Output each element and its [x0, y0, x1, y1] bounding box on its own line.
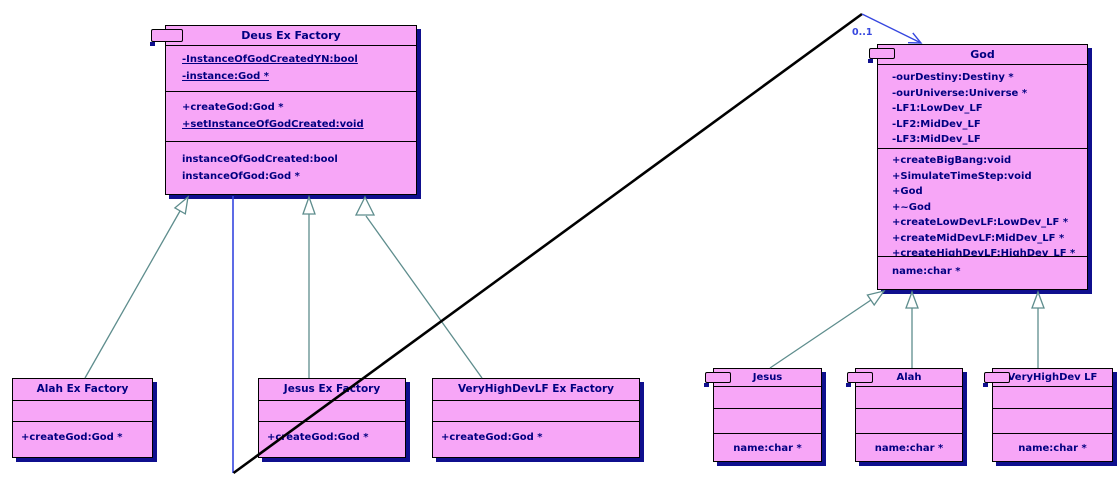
- class-compartment: +createGod:God *: [259, 421, 405, 455]
- class-icon: [150, 29, 183, 46]
- class-compartment: name:char *: [878, 256, 1087, 287]
- class-member: -ourUniverse:Universe *: [892, 87, 1028, 99]
- class-compartment: [993, 408, 1112, 433]
- class-title: God: [970, 48, 995, 61]
- association-multiplicity-label: 0..1: [852, 27, 873, 38]
- class-member: name:char *: [1018, 443, 1087, 454]
- class-member: name:char *: [892, 266, 961, 277]
- class-icon: [704, 372, 731, 387]
- class-title: Alah: [896, 372, 922, 383]
- class-veryhighdev-lf[interactable]: VeryHighDev LF name:char *: [983, 368, 1113, 462]
- class-god[interactable]: God -ourDestiny:Destiny * -ourUniverse:Uni…: [868, 44, 1088, 290]
- generalization-line-jesus-to-god[interactable]: [769, 299, 872, 369]
- class-compartment: [856, 408, 962, 433]
- class-compartment: +createBigBang:void +SimulateTimeStep:voi…: [878, 148, 1087, 256]
- class-jesus-ex-factory[interactable]: Jesus Ex Factory +createGod:God *: [258, 378, 406, 458]
- class-member: +createHighDevLF:HighDev_LF *: [892, 248, 1076, 256]
- class-compartment: [856, 386, 962, 408]
- class-member: -LF3:MidDev_LF: [892, 134, 981, 145]
- class-compartment: instanceOfGodCreated:bool instanceOfGod:G…: [166, 141, 416, 193]
- class-member: +createGod:God *: [441, 432, 543, 443]
- class-compartment: +createGod:God *: [433, 421, 639, 455]
- class-icon: [868, 48, 895, 63]
- class-member: +createBigBang:void: [892, 155, 1012, 166]
- generalization-arrowhead-icon: [905, 290, 919, 309]
- class-member: +createGod:God *: [267, 432, 369, 443]
- generalization-arrowhead-icon: [173, 195, 189, 215]
- class-member: -LF1:LowDev_LF: [892, 103, 983, 114]
- class-alah[interactable]: Alah name:char *: [846, 368, 963, 462]
- class-deus-ex-factory[interactable]: Deus Ex Factory -InstanceOfGodCreatedYN:b…: [150, 25, 417, 195]
- class-compartment: name:char *: [856, 433, 962, 459]
- class-member: -ourDestiny:Destiny *: [892, 72, 1014, 83]
- generalization-arrowhead-icon: [866, 289, 886, 307]
- class-member: +God: [892, 186, 923, 197]
- class-member: +createGod:God *: [182, 102, 284, 113]
- class-member: name:char *: [733, 443, 802, 454]
- class-compartment: [714, 386, 821, 408]
- class-icon: [846, 372, 873, 387]
- class-compartment: +createGod:God * +setInstanceOfGodCreated…: [166, 91, 416, 141]
- class-member: +SimulateTimeStep:void: [892, 170, 1032, 182]
- class-member: -LF2:MidDev_LF: [892, 118, 981, 130]
- class-compartment: name:char *: [993, 433, 1112, 459]
- class-title: VeryHighDev LF: [1007, 372, 1098, 383]
- class-title: Alah Ex Factory: [36, 383, 129, 395]
- class-title: Jesus Ex Factory: [283, 383, 381, 395]
- class-alah-ex-factory[interactable]: Alah Ex Factory +createGod:God *: [12, 378, 153, 458]
- class-member: -instance:God *: [182, 71, 269, 82]
- class-icon: [983, 372, 1010, 387]
- generalization-line-vhdex-to-deusex[interactable]: [365, 215, 483, 379]
- class-veryhighdevlf-ex-factory[interactable]: VeryHighDevLF Ex Factory +createGod:God *: [432, 378, 640, 458]
- class-member: instanceOfGodCreated:bool: [182, 154, 338, 165]
- class-member: +createLowDevLF:LowDev_LF *: [892, 217, 1069, 228]
- generalization-arrowhead-icon: [302, 195, 316, 215]
- class-compartment: +createGod:God *: [13, 421, 152, 455]
- class-member: instanceOfGod:God *: [182, 171, 300, 182]
- class-member: +~God: [892, 201, 931, 213]
- class-title: Deus Ex Factory: [241, 29, 341, 42]
- generalization-arrowhead-icon: [354, 195, 376, 216]
- class-compartment: [259, 400, 405, 421]
- class-compartment: [993, 386, 1112, 408]
- association-open-arrowhead-icon: [907, 32, 923, 44]
- class-member: +createMidDevLF:MidDev_LF *: [892, 232, 1065, 244]
- generalization-arrowhead-icon: [1031, 290, 1045, 309]
- class-title: VeryHighDevLF Ex Factory: [458, 383, 614, 395]
- class-compartment: [433, 400, 639, 421]
- class-compartment: [13, 400, 152, 421]
- class-compartment: -ourDestiny:Destiny * -ourUniverse:Univer…: [878, 64, 1087, 148]
- class-member: -InstanceOfGodCreatedYN:bool: [182, 54, 358, 65]
- class-member: +createGod:God *: [21, 432, 123, 443]
- class-member: +setInstanceOfGodCreated:void: [182, 119, 364, 130]
- generalization-line-alahex-to-deusex[interactable]: [84, 210, 181, 379]
- class-member: name:char *: [874, 443, 944, 454]
- class-compartment: [714, 408, 821, 433]
- class-compartment: name:char *: [714, 433, 821, 459]
- class-compartment: -InstanceOfGodCreatedYN:bool -instance:Go…: [166, 45, 416, 91]
